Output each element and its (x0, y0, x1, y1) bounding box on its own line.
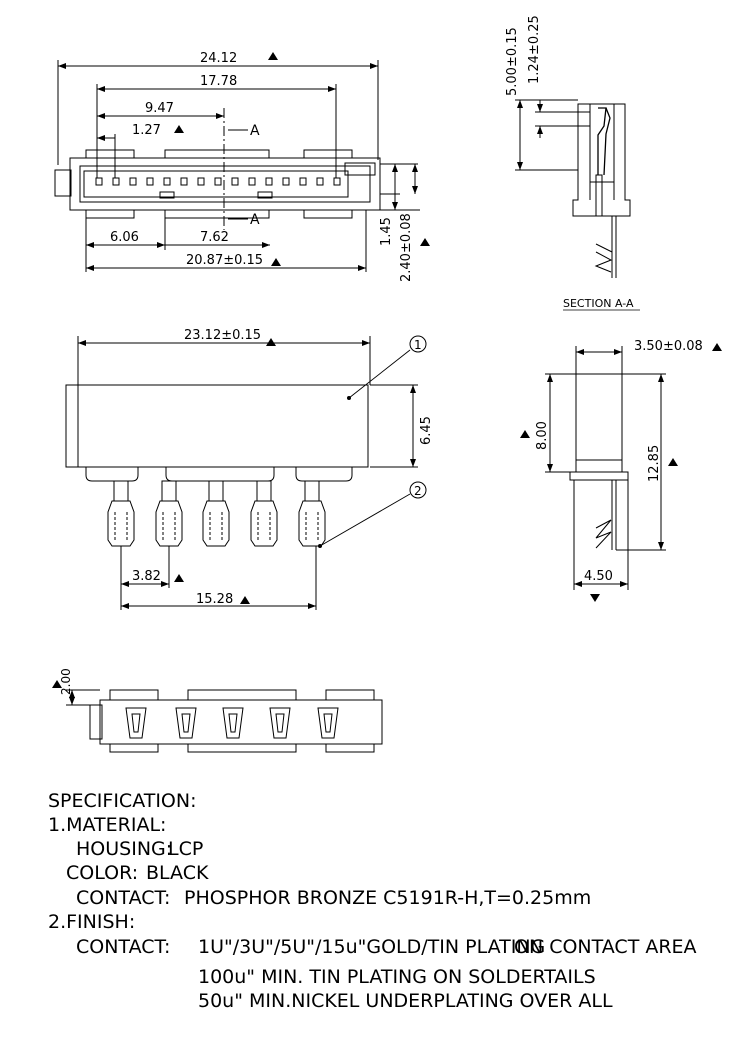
pin-5 (298, 480, 326, 547)
dim-15-28: 15.28 (196, 592, 233, 607)
dim-6-06: 6.06 (110, 230, 139, 245)
balloon-1-label: 1 (414, 338, 422, 352)
dim-2-00: 2.00 (59, 668, 73, 695)
side-view (545, 346, 666, 590)
dim-23-12: 23.12±0.15 (184, 328, 261, 343)
dim-17-78: 17.78 (200, 74, 237, 89)
dim-12-85: 12.85 (647, 445, 662, 482)
front-view (65, 336, 418, 610)
section-view (515, 99, 640, 311)
dim-3-82: 3.82 (132, 569, 161, 584)
critical-dimension-triangles (52, 52, 722, 688)
dim-6-45: 6.45 (419, 416, 434, 445)
pin-2 (155, 480, 183, 547)
pin-4 (250, 480, 278, 547)
dim-4-50: 4.50 (584, 569, 613, 584)
dim-overall-width: 24.12 (200, 51, 237, 66)
dim-8-00: 8.00 (535, 421, 550, 450)
dim-3-50: 3.50±0.08 (634, 339, 703, 354)
pin-3 (202, 480, 230, 547)
dim-20-87: 20.87±0.15 (186, 253, 263, 268)
pin-1 (107, 480, 135, 547)
dim-5-00: 5.00±0.15 (505, 27, 520, 96)
bottom-view (66, 689, 383, 753)
balloon-1 (409, 335, 427, 353)
section-a-bottom: A (250, 212, 260, 228)
dim-pitch: 1.27 (132, 123, 161, 138)
dim-1-24: 1.24±0.25 (527, 15, 542, 84)
top-view (54, 60, 420, 272)
section-a-top: A (250, 123, 260, 139)
balloon-2 (409, 481, 427, 499)
section-title: SECTION A-A (563, 297, 634, 310)
dim-2-40: 2.40±0.08 (399, 213, 414, 282)
dim-1-45: 1.45 (379, 217, 394, 246)
dim-9-47: 9.47 (145, 101, 174, 116)
balloon-2-label: 2 (414, 484, 422, 498)
dim-7-62: 7.62 (200, 230, 229, 245)
